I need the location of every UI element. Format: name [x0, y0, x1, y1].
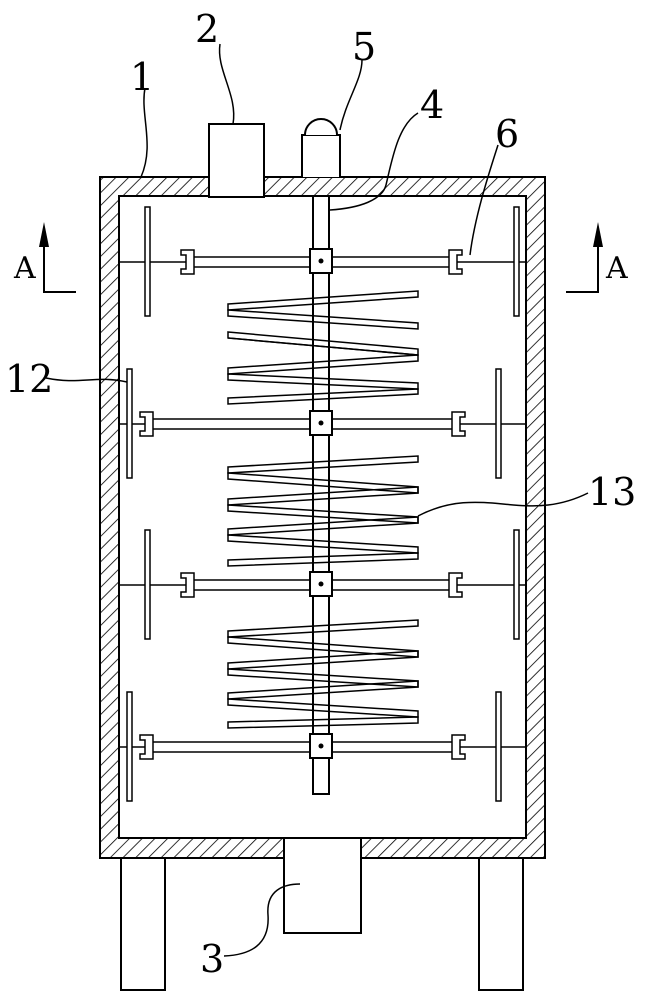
- label-3: 3: [200, 937, 224, 981]
- label-4: 4: [420, 83, 444, 127]
- section-marker-left: A: [13, 222, 76, 293]
- motor: [301, 118, 341, 177]
- scraper-assembly-1: [119, 206, 526, 317]
- section-marker-right: A: [566, 222, 628, 293]
- reference-numerals: 1 2 5 4 6 12 13 3: [5, 7, 636, 981]
- label-2: 2: [195, 7, 219, 51]
- support-legs: [120, 857, 524, 991]
- scraper-assembly-4: [119, 691, 526, 802]
- section-label-left: A: [13, 251, 36, 286]
- label-12: 12: [5, 357, 53, 401]
- section-label-right: A: [605, 251, 628, 286]
- scraper-assembly-2: [119, 368, 526, 479]
- label-13: 13: [588, 470, 636, 514]
- tank-housing: [99, 176, 546, 859]
- label-6: 6: [495, 112, 519, 156]
- label-1: 1: [130, 55, 154, 99]
- label-5: 5: [352, 25, 376, 69]
- leader-lines: [45, 43, 589, 957]
- spiral-blades: [227, 290, 419, 729]
- feed-inlet: [208, 123, 265, 198]
- scraper-assembly-3: [119, 529, 526, 640]
- discharge-outlet: [283, 837, 362, 934]
